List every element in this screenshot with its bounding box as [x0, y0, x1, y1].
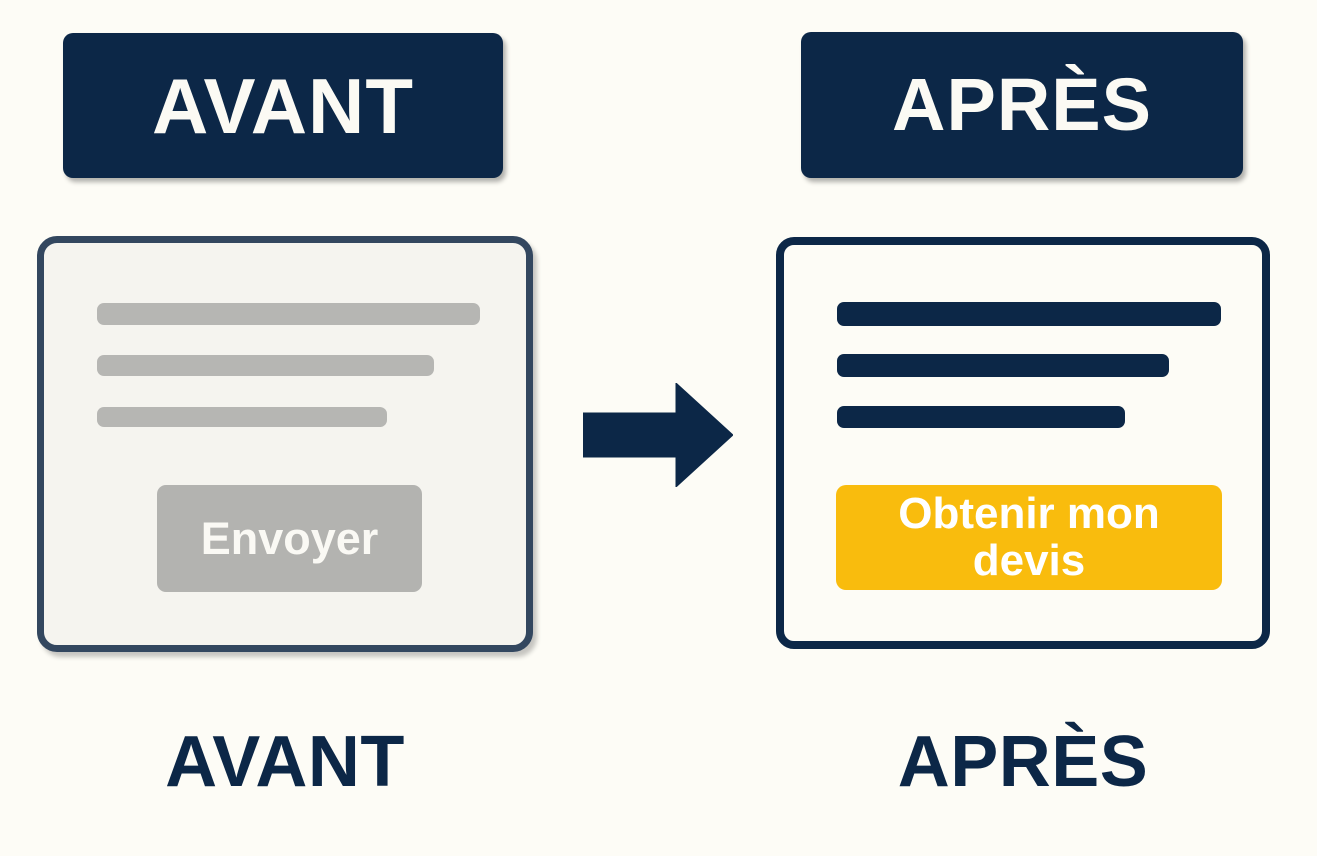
card-before: Envoyer — [37, 236, 533, 652]
badge-after-label: APRÈS — [892, 63, 1152, 146]
obtenir-mon-devis-button-label: Obtenir mon devis — [898, 488, 1160, 585]
placeholder-line — [837, 302, 1221, 326]
placeholder-line — [837, 406, 1125, 428]
caption-after: APRÈS — [897, 722, 1149, 802]
envoyer-button[interactable]: Envoyer — [157, 485, 422, 592]
placeholder-line — [837, 354, 1169, 377]
caption-before: AVANT — [165, 722, 405, 802]
obtenir-mon-devis-button[interactable]: Obtenir mon devis — [836, 485, 1222, 590]
badge-after: APRÈS — [801, 32, 1243, 178]
placeholder-line — [97, 407, 387, 427]
right-arrow-icon — [583, 383, 733, 487]
badge-before-label: AVANT — [151, 61, 415, 150]
envoyer-button-label: Envoyer — [200, 513, 379, 564]
placeholder-line — [97, 303, 480, 325]
placeholder-line — [97, 355, 434, 376]
badge-before: AVANT — [63, 33, 503, 178]
card-after: Obtenir mon devis — [776, 237, 1270, 649]
